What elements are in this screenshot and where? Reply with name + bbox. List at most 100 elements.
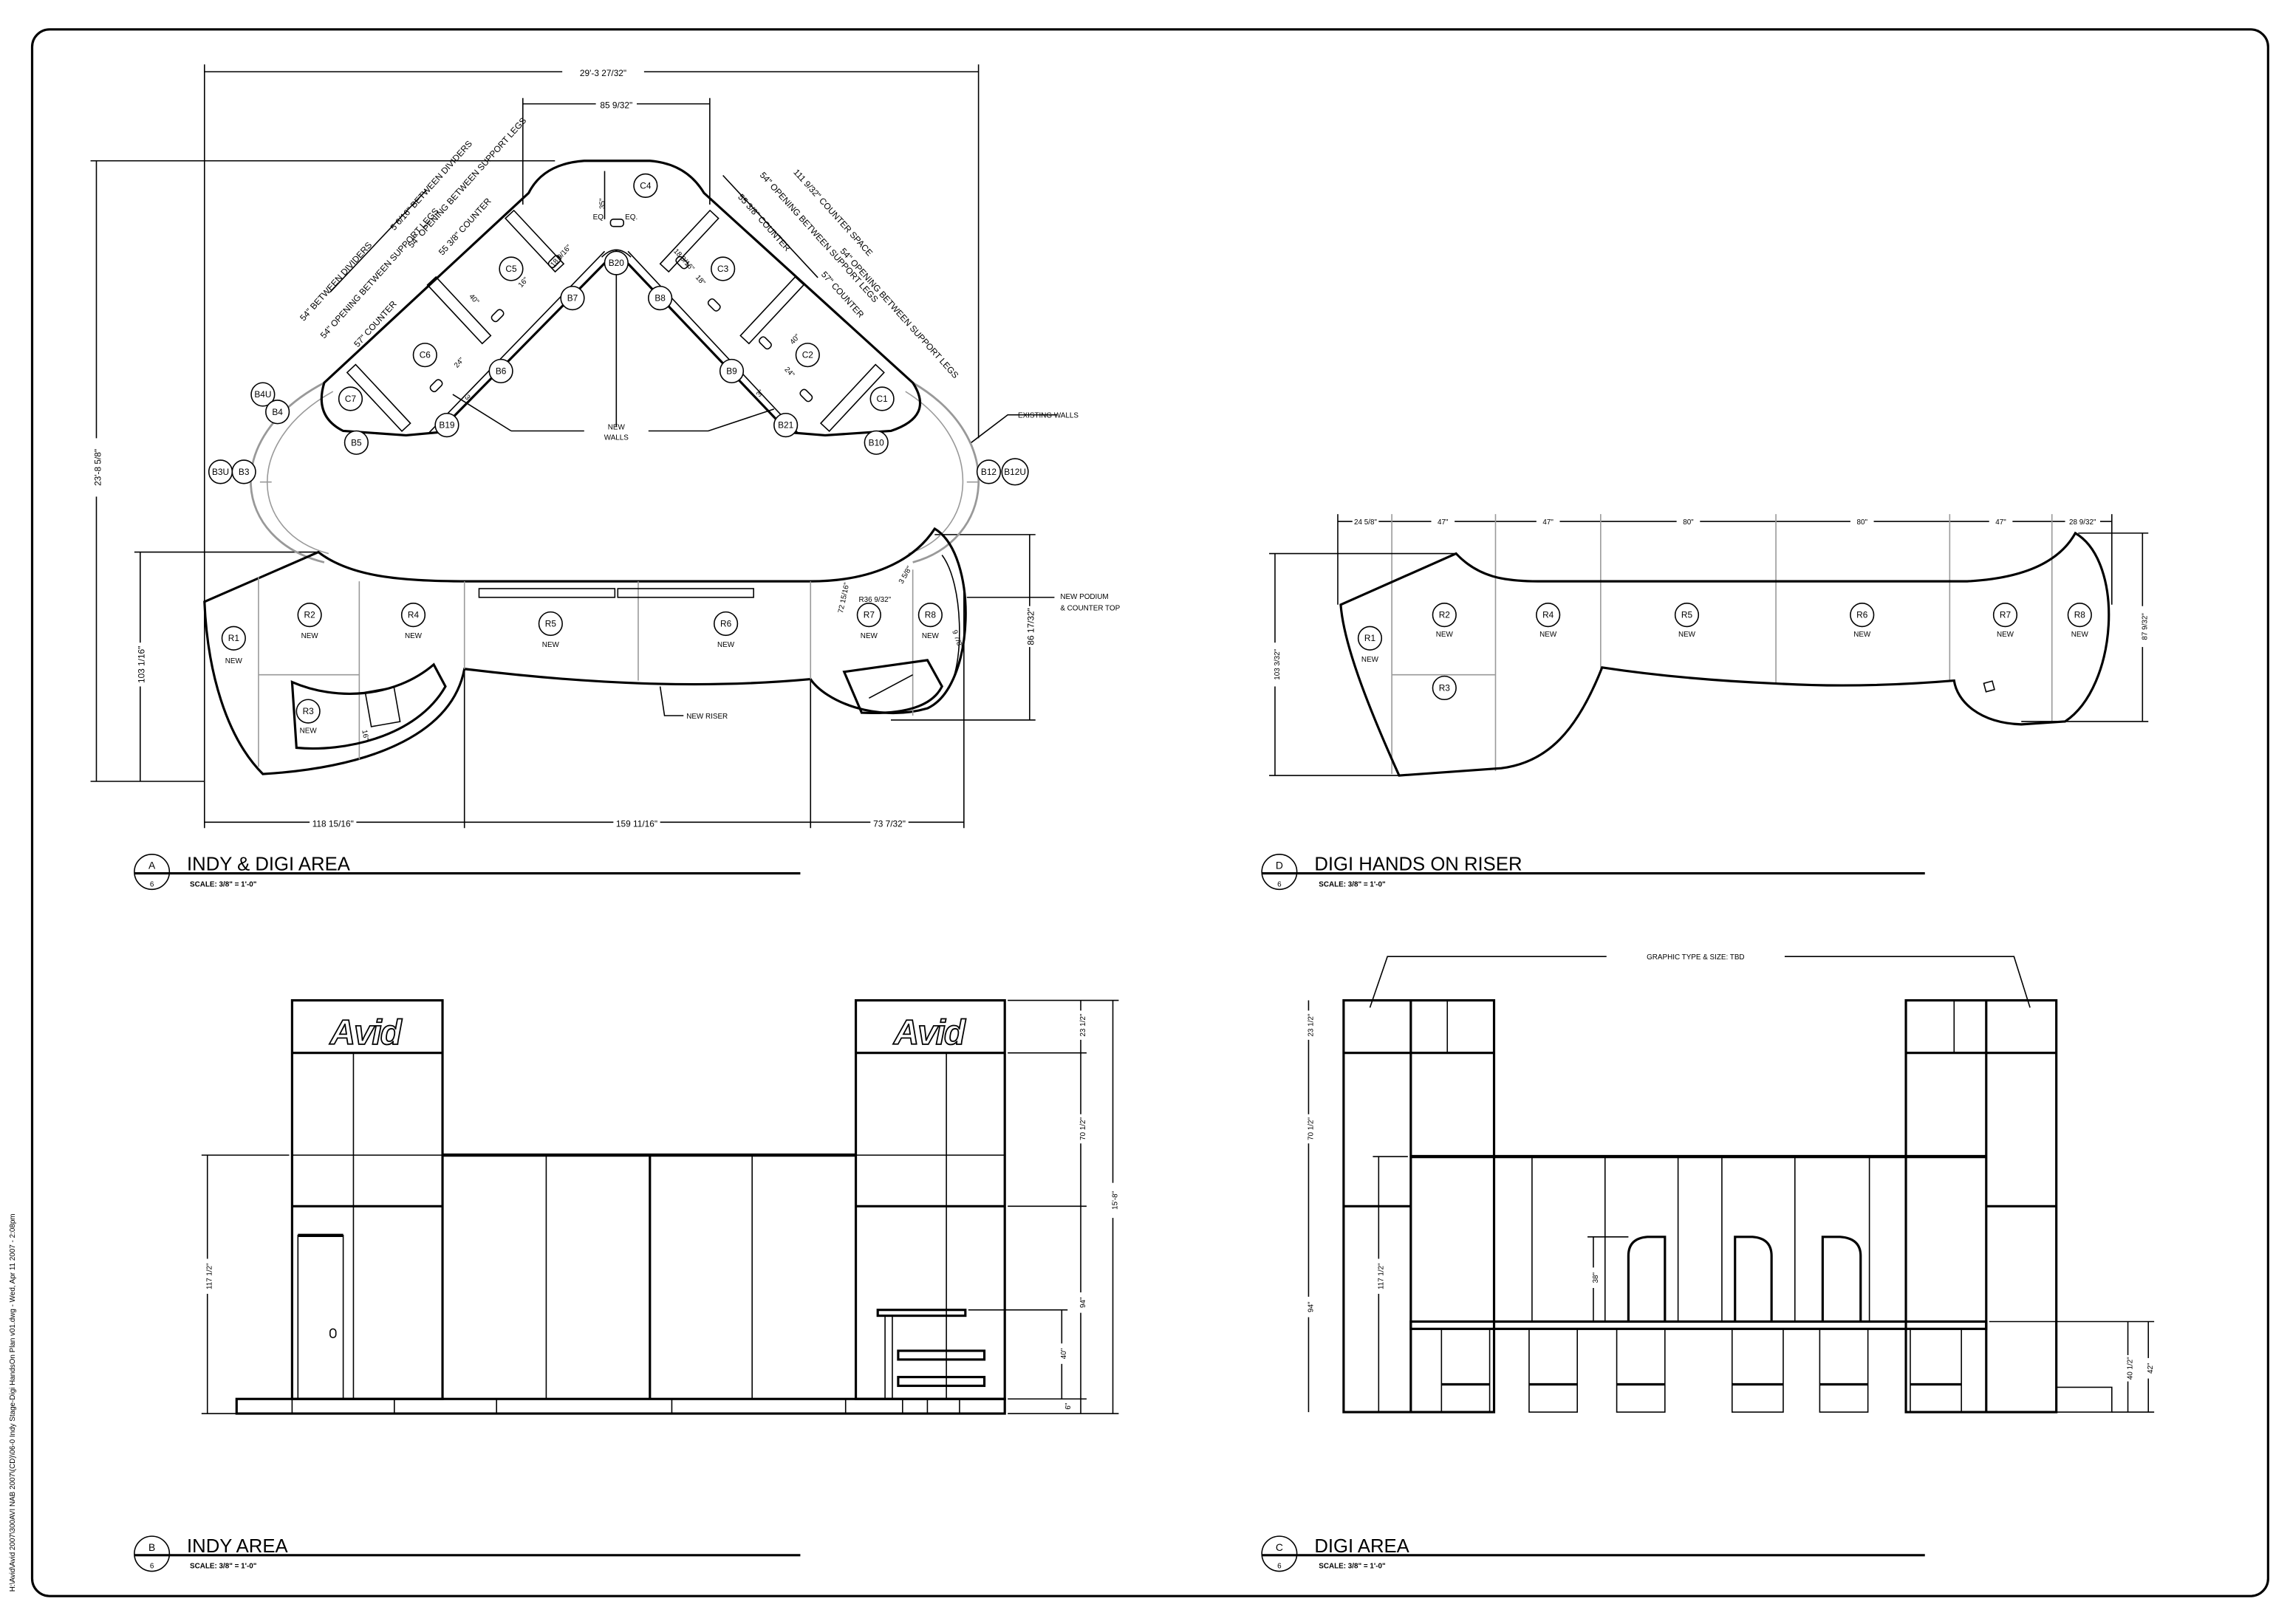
tag-r4: R4 bbox=[400, 602, 426, 628]
svg-text:SCALE: 3/8" = 1'-0": SCALE: 3/8" = 1'-0" bbox=[1319, 1563, 1386, 1571]
svg-text:29'-3 27/32": 29'-3 27/32" bbox=[580, 68, 626, 78]
svg-text:B3: B3 bbox=[239, 467, 250, 477]
tag-r8: R8 bbox=[917, 602, 943, 628]
tag-bubble bbox=[250, 382, 276, 407]
tag-bubble bbox=[295, 699, 321, 724]
tag-r8: R8 bbox=[2067, 602, 2092, 628]
svg-text:R2: R2 bbox=[304, 610, 315, 620]
tag-b3u: B3U bbox=[208, 459, 233, 484]
riser-plan-a: 72 15/16" R36 9/32" 3 5/8" 9 7/8" 16" bbox=[203, 527, 967, 775]
tag-bubble bbox=[976, 459, 1002, 484]
svg-text:B: B bbox=[148, 1541, 155, 1553]
door-knob bbox=[329, 1328, 337, 1339]
elev-b-dims: 23 1/2" 70 1/2" 94" 6" 15'-8" 40" 117 1/… bbox=[201, 999, 1119, 1414]
tag-r7: R7 bbox=[856, 602, 881, 628]
dim-overall-width: 29'-3 27/32" bbox=[203, 64, 980, 552]
plan-a-indy-digi-area: 29'-3 27/32" 85 9/32" 23'-8 5/8" 103 1/1… bbox=[90, 64, 1121, 891]
plan-d-digi-hands-on-riser: 24 5/8" 47" 47" 80" 80" 47" 28 9/32" 103… bbox=[1261, 514, 2149, 891]
svg-text:103 1/16": 103 1/16" bbox=[137, 646, 147, 683]
svg-text:C4: C4 bbox=[640, 180, 652, 191]
tag-r6: R6 bbox=[713, 611, 739, 637]
svg-text:18": 18" bbox=[694, 274, 707, 287]
tag-bubble bbox=[412, 343, 437, 368]
tag-c2: C2 bbox=[795, 343, 820, 368]
svg-text:GRAPHIC TYPE & SIZE: TBD: GRAPHIC TYPE & SIZE: TBD bbox=[1647, 953, 1744, 962]
tag-bubble bbox=[633, 173, 658, 198]
tag-r2: R2 bbox=[297, 602, 322, 628]
tag-c5: C5 bbox=[499, 256, 524, 281]
svg-text:C3: C3 bbox=[717, 264, 729, 274]
podium-marker bbox=[1983, 680, 1995, 693]
svg-text:9 7/8": 9 7/8" bbox=[950, 629, 964, 650]
dim-riser-depth: 103 1/16" bbox=[134, 551, 318, 781]
tag-bubble bbox=[344, 430, 369, 455]
svg-text:C1: C1 bbox=[877, 394, 889, 404]
tag-bubble bbox=[711, 256, 736, 281]
tag-b7: B7 bbox=[560, 285, 585, 311]
tag-r4: R4 bbox=[1536, 602, 1561, 628]
tag-r1: R1 bbox=[221, 626, 246, 651]
svg-text:47": 47" bbox=[1438, 518, 1449, 527]
new-label: NEW bbox=[405, 632, 423, 640]
svg-text:NEW: NEW bbox=[608, 424, 626, 432]
new-label: NEW bbox=[717, 641, 735, 649]
new-label: NEW bbox=[1853, 631, 1871, 639]
svg-text:R1: R1 bbox=[1364, 633, 1376, 643]
tag-b3: B3 bbox=[231, 459, 256, 484]
svg-text:40": 40" bbox=[467, 292, 480, 306]
avid-logo: Avid bbox=[893, 1013, 966, 1052]
tag-b9: B9 bbox=[719, 358, 745, 384]
tag-r6: R6 bbox=[1850, 602, 1875, 628]
svg-text:DIGI HANDS ON RISER: DIGI HANDS ON RISER bbox=[1314, 854, 1522, 875]
tag-bubble bbox=[1850, 602, 1875, 628]
svg-text:23'-8 5/8": 23'-8 5/8" bbox=[92, 449, 103, 486]
new-label: NEW bbox=[542, 641, 560, 649]
svg-text:3": 3" bbox=[462, 394, 474, 404]
svg-text:80": 80" bbox=[1683, 518, 1694, 527]
svg-text:3 5/8": 3 5/8" bbox=[898, 565, 915, 586]
new-label: NEW bbox=[922, 632, 940, 640]
svg-text:35": 35" bbox=[598, 198, 606, 209]
new-label: NEW bbox=[1361, 656, 1379, 664]
avid-logo: Avid bbox=[329, 1013, 403, 1052]
view-title-b: B 6 INDY AREA SCALE: 3/8" = 1'-0" bbox=[134, 1535, 801, 1572]
tag-bubble bbox=[1001, 458, 1029, 486]
riser-base bbox=[235, 1397, 1006, 1415]
svg-text:70 1/2": 70 1/2" bbox=[1307, 1117, 1315, 1140]
tag-bubble bbox=[221, 626, 246, 651]
svg-text:R5: R5 bbox=[1681, 610, 1693, 620]
svg-text:47": 47" bbox=[1542, 518, 1554, 527]
tag-bubble bbox=[297, 602, 322, 628]
svg-text:B12: B12 bbox=[981, 467, 997, 477]
svg-text:28 9/32": 28 9/32" bbox=[2069, 518, 2096, 527]
svg-text:57" COUNTER: 57" COUNTER bbox=[352, 298, 399, 349]
svg-text:C6: C6 bbox=[420, 350, 431, 360]
svg-text:86 17/32": 86 17/32" bbox=[1026, 608, 1036, 645]
riser-outline-d bbox=[1339, 531, 2110, 777]
dim-podium-depth: 86 17/32" bbox=[890, 534, 1036, 721]
svg-text:103 3/32": 103 3/32" bbox=[1274, 648, 1282, 679]
tag-c4: C4 bbox=[633, 173, 658, 198]
arch-displays bbox=[1627, 1236, 1862, 1322]
svg-text:6": 6" bbox=[1064, 1402, 1073, 1409]
svg-text:B7: B7 bbox=[567, 293, 578, 304]
tag-bubble bbox=[856, 602, 881, 628]
svg-text:6: 6 bbox=[1277, 880, 1282, 888]
new-label: NEW bbox=[300, 727, 318, 736]
svg-text:R3: R3 bbox=[303, 706, 315, 716]
svg-text:R4: R4 bbox=[1542, 610, 1554, 620]
svg-text:WALLS: WALLS bbox=[604, 434, 629, 442]
svg-text:47": 47" bbox=[1995, 518, 2006, 527]
svg-text:NEW PODIUM: NEW PODIUM bbox=[1060, 593, 1108, 601]
tag-bubble bbox=[560, 285, 585, 311]
tag-b20: B20 bbox=[604, 250, 629, 275]
svg-text:R5: R5 bbox=[545, 618, 557, 628]
svg-text:R8: R8 bbox=[2074, 610, 2086, 620]
svg-text:70 1/2": 70 1/2" bbox=[1079, 1117, 1087, 1140]
svg-text:118 15/16": 118 15/16" bbox=[312, 818, 354, 829]
svg-text:24": 24" bbox=[782, 366, 796, 379]
tag-bubble bbox=[1432, 602, 1457, 628]
svg-text:EQ.: EQ. bbox=[593, 213, 606, 222]
tag-r3: R3 bbox=[1432, 675, 1457, 701]
svg-text:DIGI AREA: DIGI AREA bbox=[1314, 1536, 1409, 1557]
